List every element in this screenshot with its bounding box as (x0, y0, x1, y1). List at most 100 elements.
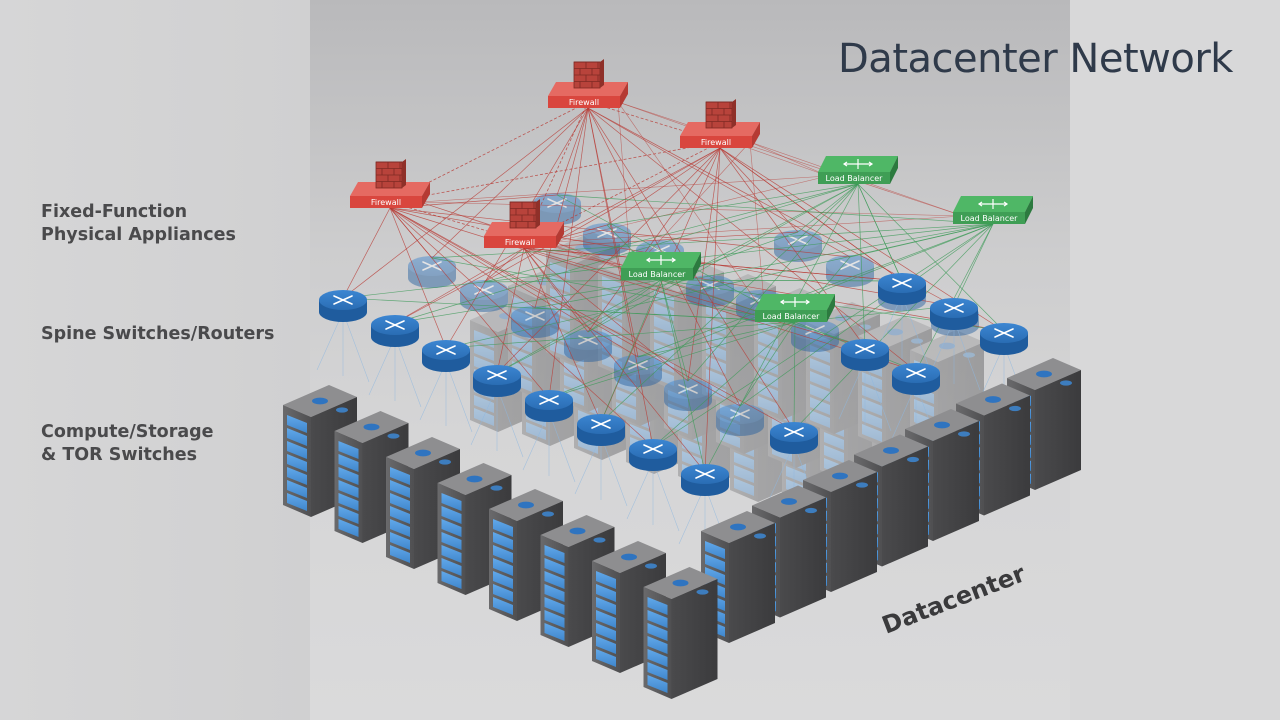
server-panel (287, 480, 307, 498)
server-panel (390, 467, 410, 485)
router-cross-arrows-icon (700, 280, 720, 290)
network-link (534, 307, 796, 323)
server-panel (758, 396, 778, 414)
network-link (660, 279, 903, 282)
network-link (953, 319, 981, 391)
rack-side (780, 497, 826, 618)
tor-switch-icon (911, 338, 923, 344)
server-panel (862, 411, 882, 429)
load-balancer-front (621, 268, 693, 280)
server-panel (544, 597, 565, 615)
server-panel (474, 408, 494, 426)
server-panel (493, 584, 513, 602)
network-link (483, 279, 662, 283)
server-panel (596, 597, 616, 615)
server-panel (390, 506, 410, 524)
server-panel (616, 389, 636, 407)
spine-router (583, 223, 631, 255)
network-link (719, 147, 799, 233)
spine-router (664, 379, 712, 411)
tor-switch-icon (907, 456, 919, 463)
server-panel (493, 532, 513, 550)
network-link (587, 107, 639, 358)
load-balancer-label: Load Balancer (763, 312, 821, 321)
firewall-top (350, 182, 430, 196)
network-link (523, 247, 1005, 332)
network-link (389, 207, 917, 372)
router-cross-arrows-icon (591, 419, 611, 429)
tor-switch-icon (1036, 370, 1052, 378)
server-panel (596, 636, 616, 654)
server-panel (810, 358, 830, 376)
network-link (523, 247, 866, 348)
balance-arrows-icon (977, 199, 1009, 209)
server-panel (630, 424, 650, 442)
layer-label-line: Fixed-Function (41, 202, 188, 222)
tor-switch-icon (645, 563, 657, 569)
load-balancer-appliance: Load Balancer (755, 294, 835, 322)
firewall-side (752, 122, 760, 148)
spine-router (371, 315, 419, 347)
network-link (587, 279, 662, 333)
tor-switch-icon (958, 431, 970, 437)
firewall-appliance: Firewall (484, 199, 564, 248)
tor-switch-icon (832, 472, 848, 480)
spine-router (716, 404, 764, 436)
network-link (389, 101, 589, 203)
server-panel (654, 368, 674, 386)
router-cross-arrows-icon (906, 368, 926, 378)
server-panel (287, 415, 307, 433)
network-link (523, 247, 602, 423)
network-link (652, 223, 994, 448)
server-panel (682, 451, 702, 469)
load-balancer-front (818, 172, 890, 184)
tor-switch-icon (466, 475, 483, 483)
router-cross-arrows-icon (678, 384, 698, 394)
server-panel (338, 519, 359, 537)
server-panel (647, 623, 668, 641)
server-panel (441, 519, 462, 537)
network-link (660, 279, 706, 473)
network-link (389, 207, 447, 349)
network-link (534, 223, 994, 309)
tor-switch-icon (1009, 405, 1021, 412)
tor-switch-icon (887, 328, 903, 336)
server-panel (705, 554, 725, 572)
server-panel (564, 388, 584, 406)
server-panel (493, 558, 513, 576)
server-panel (654, 316, 674, 334)
router-cross-arrows-icon (892, 278, 912, 288)
network-link (496, 247, 525, 374)
server-panel (734, 478, 754, 496)
router-cross-arrows-icon (784, 427, 804, 437)
router-cross-arrows-icon (628, 360, 648, 370)
firewall-label: Firewall (701, 138, 731, 147)
server-panel (474, 343, 494, 361)
network-link (617, 101, 766, 315)
tor-switch-icon (593, 537, 606, 543)
tor-switch-icon (883, 447, 899, 454)
load-balancer-front (953, 212, 1025, 224)
server-panel (734, 465, 754, 483)
network-link (849, 223, 994, 258)
server-panel (287, 493, 307, 511)
router-cross-arrows-icon (385, 320, 405, 330)
rack-side (729, 523, 775, 643)
layer-label-appliances: Fixed-Function Physical Appliances (41, 201, 236, 247)
server-panel (824, 445, 844, 463)
load-balancer-appliance: Load Balancer (818, 156, 898, 184)
rack-side (831, 472, 877, 592)
tor-switch-icon (781, 498, 797, 505)
network-link (445, 223, 994, 349)
server-panel (810, 345, 830, 363)
server-panel (647, 610, 668, 628)
network-link (739, 321, 796, 407)
background-left (0, 0, 310, 720)
server-panel (493, 545, 513, 563)
server-panel (287, 428, 307, 446)
network-link (857, 183, 903, 282)
network-link (496, 279, 662, 374)
server-panel (602, 315, 622, 333)
server-panel (544, 571, 565, 589)
server-panel (550, 340, 570, 358)
